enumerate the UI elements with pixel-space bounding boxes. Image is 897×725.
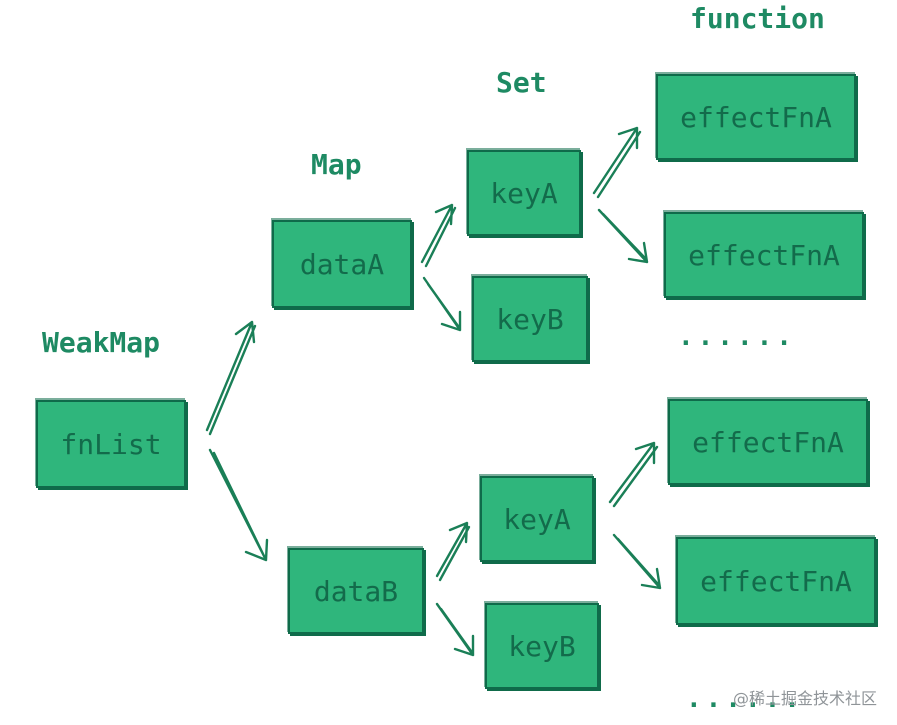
- effect-node-4: effectFnA: [676, 537, 876, 625]
- effect-label-3: effectFnA: [692, 425, 844, 459]
- weakmap-heading: WeakMap: [42, 326, 161, 359]
- dataA-node: dataA: [272, 220, 412, 308]
- keyA-top-node: keyA: [467, 150, 581, 236]
- effect-label-1: effectFnA: [680, 100, 832, 134]
- arrow-dataA-to-keyB: [422, 276, 462, 332]
- arrow-keyAb-to-effect4: [612, 533, 662, 590]
- keyA-top-label: keyA: [490, 176, 558, 210]
- dataB-node: dataB: [288, 548, 424, 634]
- arrow-keyA-to-effect2: [597, 208, 649, 264]
- keyB-bottom-node: keyB: [485, 603, 599, 689]
- effect-node-3: effectFnA: [668, 399, 868, 485]
- watermark-text: @稀土掘金技术社区: [732, 689, 877, 708]
- keyB-top-node: keyB: [472, 276, 588, 362]
- arrow-keyAb-to-effect3: [608, 441, 659, 508]
- effect-node-2: effectFnA: [664, 212, 864, 298]
- arrow-fnlist-to-dataB: [208, 448, 269, 562]
- effect-label-2: effectFnA: [688, 238, 840, 272]
- set-heading: Set: [496, 66, 547, 99]
- map-heading: Map: [311, 148, 362, 181]
- effect-label-4: effectFnA: [700, 564, 852, 598]
- arrow-dataB-to-keyB: [435, 602, 475, 657]
- fnlist-node: fnList: [36, 400, 186, 488]
- arrow-fnlist-to-dataA: [205, 320, 257, 436]
- ellipsis-bottom: ......: [686, 684, 804, 714]
- function-heading: function: [690, 2, 825, 35]
- arrow-dataB-to-keyA: [435, 521, 471, 582]
- keyB-bottom-label: keyB: [508, 629, 576, 663]
- arrow-keyA-to-effect1: [592, 126, 642, 199]
- dataA-label: dataA: [299, 247, 385, 281]
- keyB-top-label: keyB: [496, 302, 564, 336]
- effect-node-1: effectFnA: [656, 74, 856, 160]
- fnlist-label: fnList: [60, 427, 162, 461]
- keyA-bottom-label: keyA: [503, 502, 571, 536]
- keyA-bottom-node: keyA: [480, 476, 594, 562]
- arrow-dataA-to-keyA: [420, 203, 457, 268]
- dataB-label: dataB: [313, 574, 399, 608]
- ellipsis-middle: ......: [678, 322, 796, 352]
